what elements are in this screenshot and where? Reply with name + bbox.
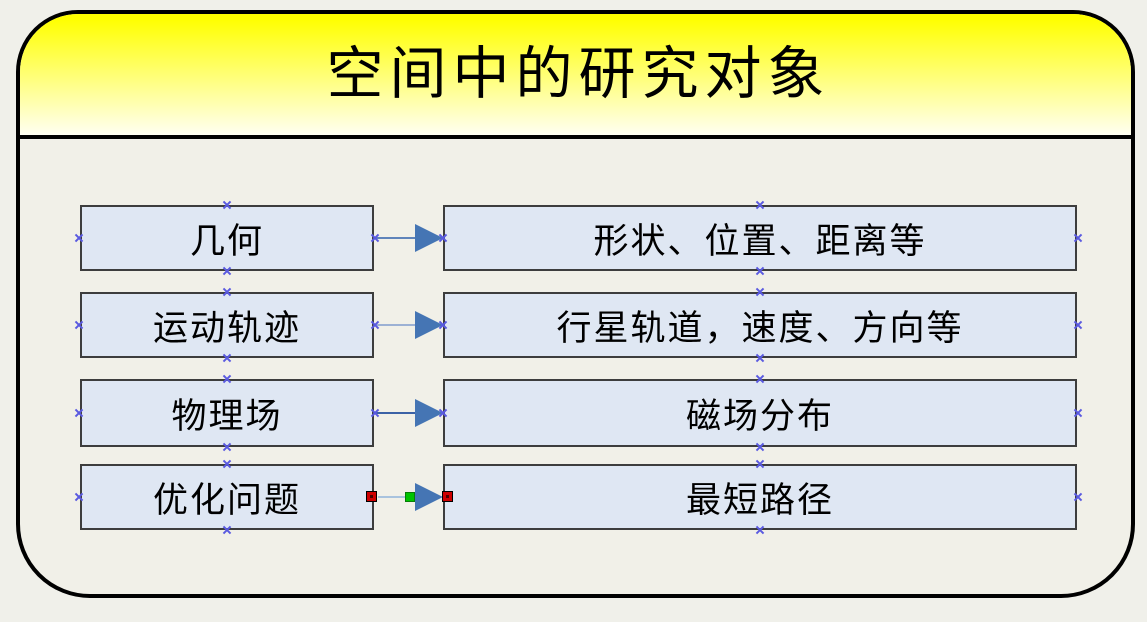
glue-point-icon	[1073, 233, 1082, 242]
glue-point-icon	[370, 233, 379, 242]
arrowhead-icon	[415, 483, 443, 511]
glue-point-icon	[222, 266, 231, 275]
detail-box-label: 行星轨道，速度、方向等	[556, 308, 964, 348]
category-box-label: 运动轨迹	[152, 308, 301, 348]
glue-point-icon	[755, 442, 764, 451]
glue-point-icon	[755, 374, 764, 383]
detail-box[interactable]: 行星轨道，速度、方向等	[443, 292, 1077, 358]
category-box-label: 物理场	[171, 396, 283, 436]
glue-point-icon	[222, 442, 231, 451]
glue-point-icon	[755, 353, 764, 362]
glue-point-icon	[755, 459, 764, 468]
glue-point-icon	[1073, 492, 1082, 501]
glue-point-icon	[222, 353, 231, 362]
glue-point-icon	[755, 200, 764, 209]
flow-row: 物理场 磁场分布	[0, 379, 1147, 447]
detail-box-label: 最短路径	[685, 480, 834, 520]
category-box[interactable]: 运动轨迹	[80, 292, 374, 358]
glue-point-icon	[222, 287, 231, 296]
flow-row: 运动轨迹 行星轨道，速度、方向等	[0, 292, 1147, 358]
glue-point-icon	[74, 320, 83, 329]
category-box-label: 几何	[189, 221, 264, 261]
detail-box[interactable]: 形状、位置、距离等	[443, 205, 1077, 271]
glue-point-icon	[222, 459, 231, 468]
glue-point-icon	[222, 525, 231, 534]
glue-point-icon	[438, 408, 447, 417]
connector-line[interactable]	[376, 237, 417, 239]
flow-row: 优化问题 最短路径	[0, 464, 1147, 530]
connector-endpoint-handle[interactable]	[442, 491, 453, 502]
glue-point-icon	[74, 492, 83, 501]
category-box[interactable]: 优化问题	[80, 464, 374, 530]
connector-line[interactable]	[376, 412, 417, 414]
detail-box[interactable]: 最短路径	[443, 464, 1077, 530]
connector-endpoint-handle[interactable]	[366, 491, 377, 502]
glue-point-icon	[74, 408, 83, 417]
detail-box-label: 形状、位置、距离等	[593, 221, 927, 261]
glue-point-icon	[438, 320, 447, 329]
flow-row: 几何 形状、位置、距离等	[0, 205, 1147, 271]
glue-point-icon	[222, 200, 231, 209]
category-box[interactable]: 几何	[80, 205, 374, 271]
panel-header: 空间中的研究对象	[20, 14, 1131, 139]
detail-box[interactable]: 磁场分布	[443, 379, 1077, 447]
connector-line[interactable]	[378, 496, 415, 498]
glue-point-icon	[755, 287, 764, 296]
glue-point-icon	[1073, 320, 1082, 329]
glue-point-icon	[1073, 408, 1082, 417]
glue-point-icon	[370, 408, 379, 417]
connector-line[interactable]	[376, 324, 417, 326]
glue-point-icon	[222, 374, 231, 383]
glue-point-icon	[370, 320, 379, 329]
glue-point-icon	[74, 233, 83, 242]
category-box-label: 优化问题	[152, 480, 301, 520]
detail-box-label: 磁场分布	[685, 396, 834, 436]
glue-point-icon	[755, 266, 764, 275]
glue-point-icon	[438, 233, 447, 242]
category-box[interactable]: 物理场	[80, 379, 374, 447]
slide-title[interactable]: 空间中的研究对象	[326, 43, 831, 106]
connector-midpoint-handle[interactable]	[405, 492, 415, 502]
glue-point-icon	[755, 525, 764, 534]
